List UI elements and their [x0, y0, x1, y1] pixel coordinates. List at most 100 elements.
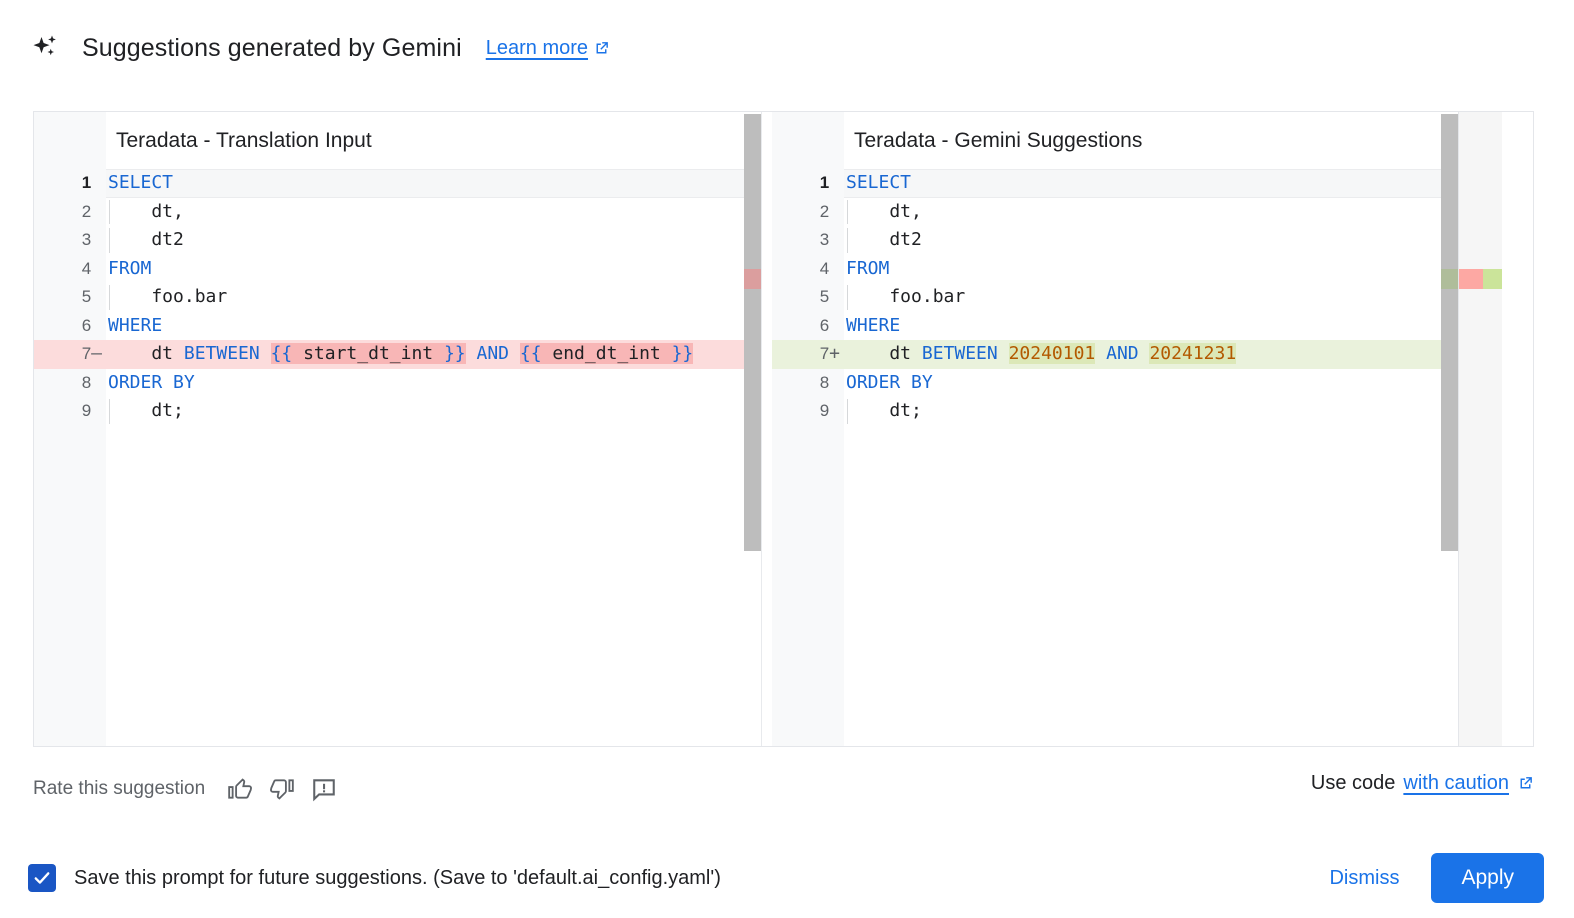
- right-overview-ruler[interactable]: [1458, 112, 1502, 746]
- indent-guide: [109, 228, 110, 253]
- save-prompt-checkbox[interactable]: [28, 864, 56, 892]
- code-line: WHERE: [844, 312, 1502, 341]
- left-scrollbar-thumb[interactable]: [744, 114, 761, 551]
- code-line: FROM: [844, 255, 1502, 284]
- code-line: dt2: [844, 226, 1502, 255]
- left-code-column[interactable]: Teradata - Translation Input SELECT dt, …: [106, 112, 761, 746]
- code-token: dt;: [108, 400, 184, 421]
- code-token: dt2: [108, 229, 184, 250]
- code-token: AND: [476, 343, 510, 364]
- report-feedback-icon[interactable]: [311, 776, 337, 802]
- line-number-value: 5: [81, 287, 92, 306]
- right-scrollbar-thumb[interactable]: [1441, 114, 1458, 551]
- code-line: SELECT: [106, 169, 761, 198]
- left-pane-title: Teradata - Translation Input: [106, 112, 761, 169]
- diff-sign: [829, 315, 840, 336]
- line-number-value: 6: [81, 315, 92, 335]
- code-token: BETWEEN: [921, 343, 998, 364]
- diff-sign: +: [829, 343, 840, 364]
- line-number: 5: [772, 283, 844, 312]
- diff-sign: [829, 172, 840, 193]
- right-gutter-header-spacer: [772, 112, 844, 169]
- code-token: dt;: [846, 400, 922, 421]
- diff-sign: [91, 258, 102, 279]
- with-caution-link[interactable]: with caution: [1403, 772, 1509, 794]
- panel-header: Suggestions generated by Gemini Learn mo…: [0, 0, 1574, 96]
- diff-sign: [91, 229, 102, 250]
- left-gutter-header-spacer: [34, 112, 106, 169]
- learn-more-link[interactable]: Learn more: [486, 37, 610, 60]
- code-token: foo.bar: [846, 286, 966, 307]
- line-number: 9: [772, 397, 844, 426]
- diff-sign: [829, 372, 840, 393]
- line-number: 3: [772, 226, 844, 255]
- use-code-caution: Use code with caution: [1311, 772, 1534, 795]
- code-line: ORDER BY: [844, 369, 1502, 398]
- indent-guide: [847, 399, 848, 424]
- line-number-value: 3: [81, 230, 92, 249]
- line-number: 3: [34, 226, 106, 255]
- thumb-up-icon[interactable]: [227, 776, 253, 802]
- code-line: dt,: [844, 198, 1502, 227]
- code-token: WHERE: [108, 314, 163, 336]
- rate-icon-group: [227, 776, 337, 802]
- line-number-value: 5: [819, 287, 830, 306]
- line-number: 7+: [772, 340, 844, 369]
- diff-sign: [91, 372, 102, 393]
- save-prompt-checkbox-row[interactable]: Save this prompt for future suggestions.…: [28, 864, 721, 892]
- code-token: }}: [671, 343, 694, 364]
- line-number-value: 6: [819, 315, 830, 335]
- diff-sign: [829, 286, 840, 307]
- diff-sign: [91, 400, 102, 421]
- use-code-label: Use code: [1310, 772, 1396, 794]
- code-line: WHERE: [106, 312, 761, 341]
- code-line: dt;: [844, 397, 1502, 426]
- line-number-value: 7: [81, 344, 92, 363]
- code-token: [1095, 343, 1106, 364]
- code-line: SELECT: [844, 169, 1502, 198]
- code-line: dt,: [106, 198, 761, 227]
- action-buttons: Dismiss Apply: [1315, 853, 1544, 903]
- line-number: 2: [34, 198, 106, 227]
- line-number: 4: [34, 255, 106, 284]
- diff-sign: [829, 258, 840, 279]
- line-number-value: 2: [819, 201, 830, 221]
- apply-button[interactable]: Apply: [1431, 853, 1544, 903]
- line-number: 1: [772, 169, 844, 198]
- code-token: {{: [519, 343, 542, 364]
- page-title: Suggestions generated by Gemini: [82, 33, 462, 62]
- diff-sign: [91, 315, 102, 336]
- diff-sign: [829, 201, 840, 222]
- line-number: 6: [772, 312, 844, 341]
- code-token: {{: [270, 343, 293, 364]
- code-token: AND: [1106, 343, 1139, 364]
- left-vertical-scrollbar[interactable]: [744, 112, 761, 746]
- line-number: 4: [772, 255, 844, 284]
- diff-sign: [829, 400, 840, 421]
- diff-sign: [91, 286, 102, 307]
- right-gutter: 1 2 3 4 5 6 7+8 9: [772, 112, 844, 746]
- code-token: [1139, 343, 1150, 364]
- right-code-column[interactable]: Teradata - Gemini Suggestions SELECT dt,…: [844, 112, 1502, 746]
- line-number: 5: [34, 283, 106, 312]
- sparkle-icon: [33, 35, 56, 56]
- line-number: 1: [34, 169, 106, 198]
- code-token: dt,: [108, 200, 184, 222]
- code-token: FROM: [108, 257, 152, 279]
- indent-guide: [109, 199, 110, 224]
- thumb-down-icon[interactable]: [269, 776, 295, 802]
- diff-viewer: 1 2 3 4 5 6 7—8 9 Teradata - Translation…: [33, 111, 1534, 747]
- code-token: FROM: [846, 257, 890, 279]
- diff-pane-left: 1 2 3 4 5 6 7—8 9 Teradata - Translation…: [34, 112, 762, 746]
- external-link-icon: [596, 41, 608, 53]
- dismiss-button[interactable]: Dismiss: [1315, 857, 1413, 900]
- line-number: 9: [34, 397, 106, 426]
- right-vertical-scrollbar[interactable]: [1441, 112, 1458, 746]
- line-number-value: 1: [819, 173, 830, 192]
- diff-sign: [91, 172, 102, 193]
- line-number-value: 3: [819, 230, 830, 249]
- learn-more-label: Learn more: [485, 36, 589, 59]
